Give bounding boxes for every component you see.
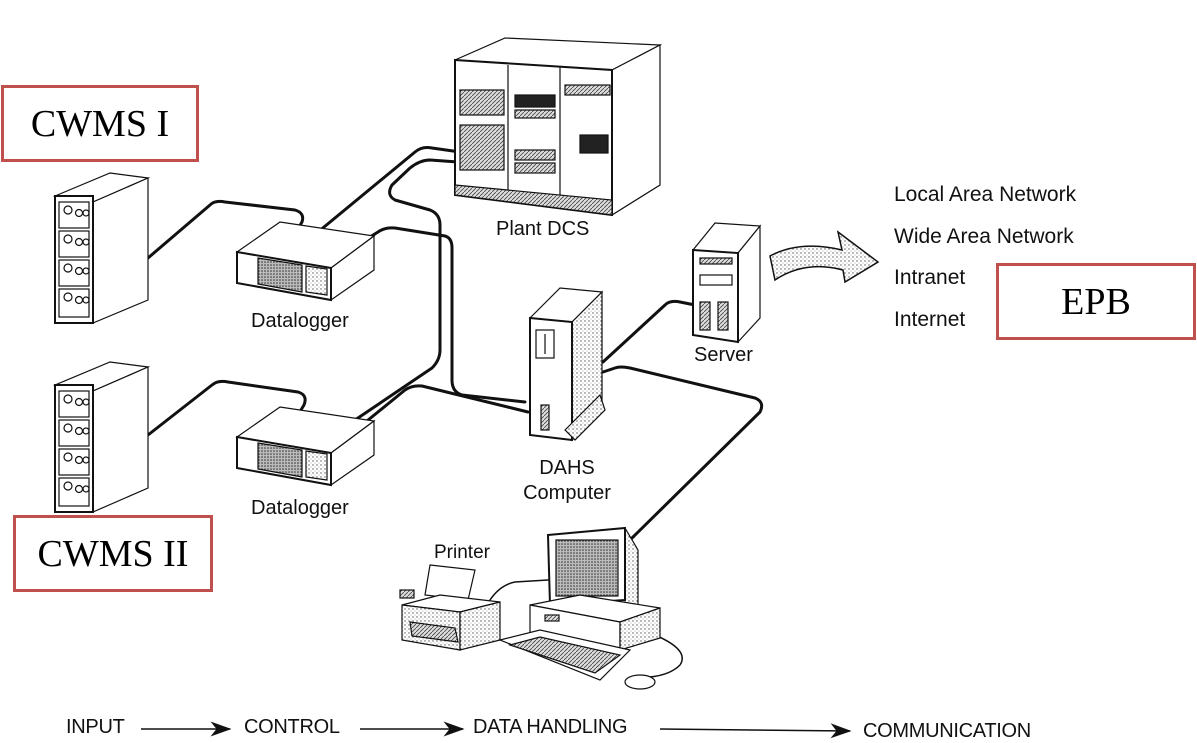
- plant-dcs-label: Plant DCS: [496, 218, 590, 240]
- flow-arrow-3: [659, 723, 852, 739]
- plant-dcs-cabinet: [454, 37, 663, 217]
- server-label: Server: [694, 344, 753, 366]
- printer-label: Printer: [434, 542, 490, 563]
- cwms2-callout: CWMS II: [13, 515, 213, 592]
- cable-mouse: [649, 634, 683, 678]
- cable-cwms2-datalogger: [146, 379, 307, 437]
- flow-data-handling: DATA HANDLING: [473, 716, 628, 738]
- server-tower: [691, 222, 762, 344]
- cwms1-callout: CWMS I: [1, 85, 199, 162]
- workstation: [498, 526, 661, 690]
- datalogger-bottom-label: Datalogger: [251, 497, 349, 519]
- network-item: Intranet: [894, 266, 966, 289]
- epb-callout: EPB: [996, 263, 1196, 340]
- cable-dahs-workstation: [601, 365, 764, 542]
- dahs-computer-tower: [528, 287, 606, 442]
- cables: [146, 146, 764, 678]
- cable-datalogger1-dcs-b: [363, 226, 527, 404]
- network-item: Local Area Network: [894, 183, 1077, 206]
- network-item: Wide Area Network: [894, 224, 1074, 248]
- cwms2-analyzer-cabinet: [52, 361, 151, 513]
- datalogger-top-label: Datalogger: [251, 310, 349, 332]
- cable-datalogger1-dcs-a: [316, 146, 462, 234]
- flow-arrows: [141, 721, 852, 739]
- dahs-label-line2: Computer: [523, 482, 611, 504]
- cable-printer-workstation: [489, 579, 549, 601]
- mouse: [624, 674, 656, 690]
- cable-dcs-datalogger2: [353, 158, 460, 422]
- outgoing-network-arrow: [769, 230, 880, 284]
- cable-datalogger2-dahs: [360, 384, 530, 427]
- flow-input: INPUT: [66, 716, 125, 738]
- cwms1-analyzer-cabinet: [52, 172, 151, 324]
- network-item: Internet: [894, 307, 966, 331]
- flow-control: CONTROL: [244, 716, 340, 738]
- datalogger-top-device: [235, 221, 376, 302]
- cable-cwms1-datalogger: [146, 199, 305, 260]
- dahs-computer-label: DAHS Computer: [502, 456, 632, 506]
- cable-dahs-server: [601, 299, 697, 364]
- network-list: Local Area Network Wide Area Network Int…: [894, 180, 1076, 346]
- flow-communication: COMMUNICATION: [863, 720, 1031, 742]
- datalogger-bottom-device: [235, 406, 376, 487]
- dahs-label-line1: DAHS: [539, 457, 595, 479]
- printer-device: [399, 564, 501, 651]
